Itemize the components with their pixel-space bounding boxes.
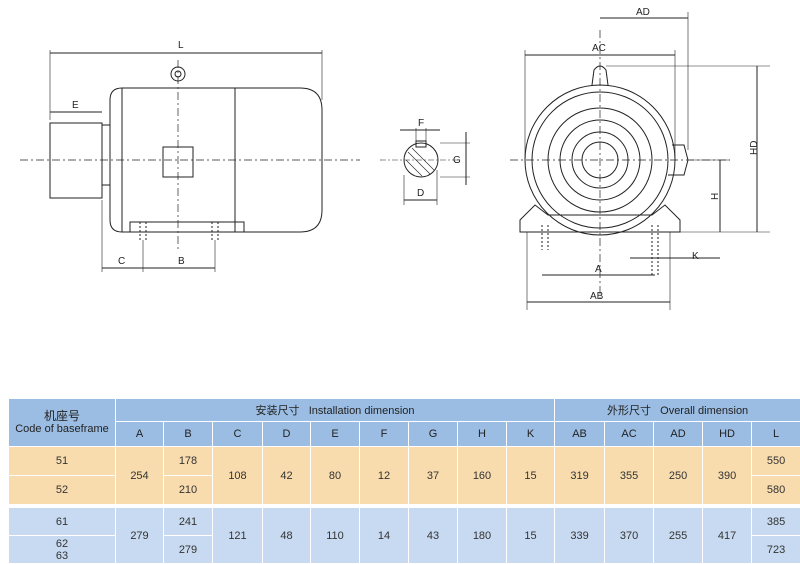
label-G: G <box>453 155 461 166</box>
table-row: 52 210 580 <box>8 475 800 505</box>
code-header: 机座号 Code of baseframe <box>8 398 116 447</box>
label-C: C <box>118 256 125 267</box>
col-header: AB <box>554 421 606 447</box>
col-header: AD <box>653 421 704 447</box>
cell-AD: 250 <box>653 446 704 505</box>
cell-HD: 417 <box>702 507 753 564</box>
overall-dimension-header: 外形尺寸 Overall dimension <box>554 398 800 422</box>
label-K: K <box>692 251 699 262</box>
code-cell: 61 <box>8 507 116 536</box>
cell-A: 279 <box>115 507 164 564</box>
cell-B: 279 <box>163 535 213 564</box>
dimension-table: 机座号 Code of baseframe 安装尺寸 Installation … <box>8 398 800 564</box>
cell-B: 178 <box>163 446 213 476</box>
code-cell: 52 <box>8 475 116 505</box>
col-header: D <box>262 421 311 447</box>
cell-AC: 370 <box>604 507 655 564</box>
col-header: G <box>408 421 458 447</box>
cell-L: 580 <box>751 475 800 505</box>
cell-H: 160 <box>457 446 507 505</box>
col-header: B <box>163 421 213 447</box>
cell-A: 254 <box>115 446 164 505</box>
col-header: E <box>310 421 360 447</box>
code-cell: 62 63 <box>8 535 116 564</box>
side-view <box>20 50 360 272</box>
cell-L: 385 <box>751 507 800 536</box>
table-row: 62 63 279 723 <box>8 535 800 564</box>
cell-K: 15 <box>505 507 556 564</box>
col-header: K <box>505 421 556 447</box>
label-L: L <box>178 40 184 51</box>
cell-G: 37 <box>408 446 458 505</box>
cell-C: 108 <box>212 446 263 505</box>
label-D: D <box>417 188 424 199</box>
label-B: B <box>178 256 185 267</box>
cell-B: 241 <box>163 507 213 536</box>
cell-F: 12 <box>359 446 409 505</box>
cell-L: 550 <box>751 446 800 476</box>
cell-D: 42 <box>262 446 311 505</box>
shaft-section <box>380 128 470 205</box>
label-AC: AC <box>592 43 606 54</box>
cell-H: 180 <box>457 507 507 564</box>
label-E: E <box>72 100 79 111</box>
col-header: F <box>359 421 409 447</box>
cell-F: 14 <box>359 507 409 564</box>
cell-AD: 255 <box>653 507 704 564</box>
label-F: F <box>418 118 424 129</box>
col-header: A <box>115 421 164 447</box>
installation-dimension-header: 安装尺寸 Installation dimension <box>114 398 556 422</box>
cell-K: 15 <box>505 446 556 505</box>
code-header-cn: 机座号 <box>43 409 80 423</box>
label-HD: HD <box>749 141 760 155</box>
cell-L: 723 <box>751 535 800 564</box>
cell-HD: 390 <box>702 446 753 505</box>
col-header: L <box>751 421 800 447</box>
cell-AB: 319 <box>554 446 606 505</box>
label-H: H <box>710 193 721 200</box>
cell-D: 48 <box>262 507 311 564</box>
cell-G: 43 <box>408 507 458 564</box>
col-header: AC <box>604 421 655 447</box>
label-A: A <box>595 264 602 275</box>
end-view <box>510 12 770 310</box>
table-row: 51 254 178 108 42 80 12 37 160 15 319 35… <box>8 446 800 505</box>
motor-dimension-drawing: L E C B F G D <box>20 7 770 310</box>
col-header: H <box>457 421 507 447</box>
table-row: 61 279 241 121 48 110 14 43 180 15 339 3… <box>8 507 800 564</box>
cell-B: 210 <box>163 475 213 505</box>
cell-AC: 355 <box>604 446 655 505</box>
code-cell: 51 <box>8 446 116 476</box>
label-AB: AB <box>590 291 604 302</box>
col-header: HD <box>702 421 753 447</box>
label-AD: AD <box>636 7 650 18</box>
cell-C: 121 <box>212 507 263 564</box>
cell-E: 80 <box>310 446 360 505</box>
col-header: C <box>212 421 263 447</box>
cell-AB: 339 <box>554 507 606 564</box>
code-header-en: Code of baseframe <box>15 423 109 435</box>
cell-E: 110 <box>310 507 360 564</box>
